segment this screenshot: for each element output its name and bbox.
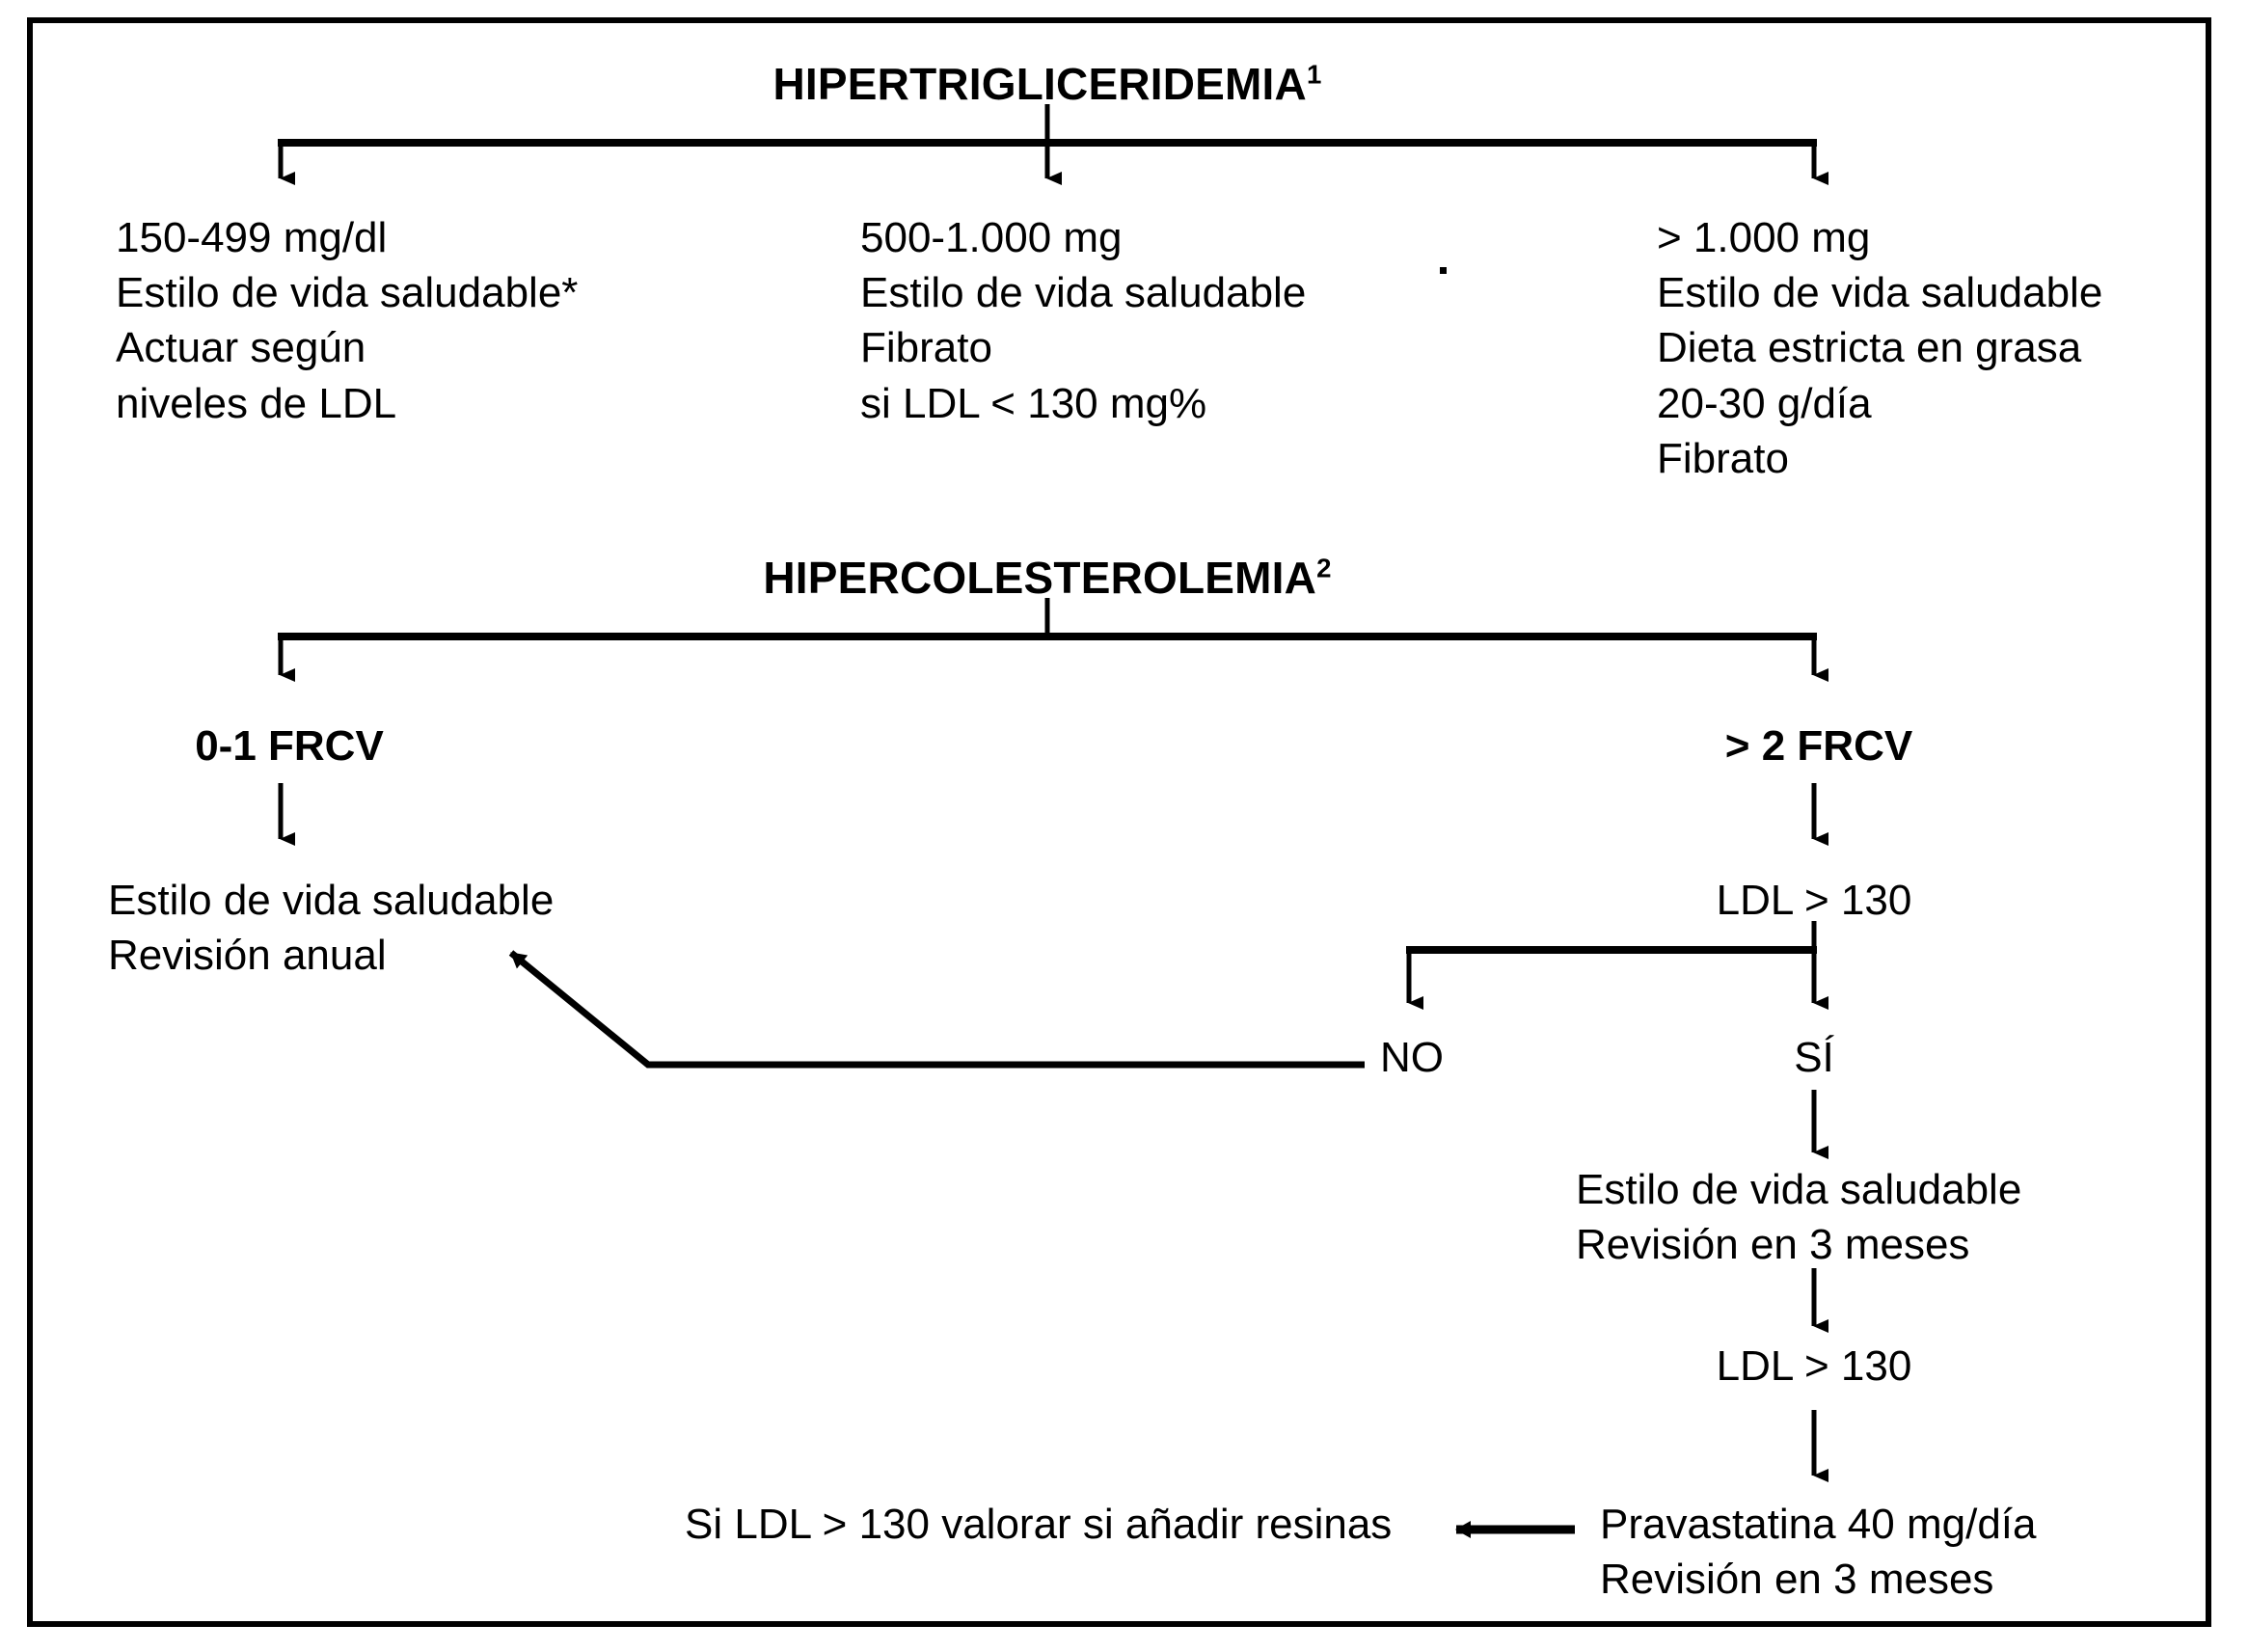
- branch-tg-150-499: 150-499 mg/dl Estilo de vida saludable* …: [116, 210, 578, 431]
- branch-tg-150-499-line-2: Estilo de vida saludable*: [116, 269, 579, 317]
- branch-tg-500-1000: 500-1.000 mg Estilo de vida saludable Fi…: [860, 210, 1306, 431]
- branch-tg-over-1000: > 1.000 mg Estilo de vida saludable Diet…: [1657, 210, 2102, 486]
- final-note-resins-text: Si LDL > 130 valorar si añadir resinas: [685, 1501, 1393, 1548]
- branch-tg-150-499-line-4: niveles de LDL: [116, 379, 397, 427]
- branch-tg-500-1000-line-1: 500-1.000 mg: [860, 214, 1123, 261]
- outcome-annual-review: Estilo de vida saludable Revisión anual: [108, 873, 554, 983]
- outcome-annual-review-line-2: Revisión anual: [108, 932, 387, 980]
- treatment-pravastatin: Pravastatina 40 mg/día Revisión en 3 mes…: [1600, 1497, 2036, 1607]
- branch-tg-150-499-line-1: 150-499 mg/dl: [116, 214, 388, 261]
- answer-no-text: NO: [1380, 1034, 1444, 1081]
- branch-tg-over-1000-line-4: 20-30 g/día: [1657, 379, 1872, 427]
- answer-si: SÍ: [1794, 1030, 1834, 1085]
- branch-tg-over-1000-line-1: > 1.000 mg: [1657, 214, 1871, 261]
- section-title-hipercolesterolemia: HIPERCOLESTEROLEMIA2: [763, 550, 1331, 608]
- step-lifestyle-review-3-months-line-2: Revisión en 3 meses: [1576, 1221, 1970, 1269]
- answer-si-text: SÍ: [1794, 1034, 1834, 1081]
- label-frcv-over-2-text: > 2 FRCV: [1724, 722, 1913, 770]
- label-frcv-0-1-text: 0-1 FRCV: [195, 722, 384, 770]
- branch-tg-over-1000-line-5: Fibrato: [1657, 434, 1789, 482]
- decision-ldl-over-130-first: LDL > 130: [1717, 873, 1912, 928]
- answer-no: NO: [1380, 1030, 1444, 1085]
- treatment-pravastatin-line-1: Pravastatina 40 mg/día: [1600, 1501, 2037, 1548]
- branch-tg-over-1000-line-2: Estilo de vida saludable: [1657, 269, 2103, 317]
- decision-ldl-over-130-second: LDL > 130: [1717, 1339, 1912, 1394]
- section-title-hipertrigliceridemia: HIPERTRIGLICERIDEMIA1: [772, 56, 1321, 114]
- final-note-resins: Si LDL > 130 valorar si añadir resinas: [685, 1497, 1392, 1552]
- diagram-border-frame: [27, 17, 2211, 1627]
- section1-title-superscript: 1: [1306, 59, 1322, 90]
- branch-tg-over-1000-line-3: Dieta estricta en grasa: [1657, 324, 2082, 372]
- step-lifestyle-review-3-months-line-1: Estilo de vida saludable: [1576, 1166, 2022, 1213]
- treatment-pravastatin-line-2: Revisión en 3 meses: [1600, 1556, 1994, 1604]
- section1-title-text: HIPERTRIGLICERIDEMIA: [772, 59, 1307, 109]
- branch-tg-150-499-line-3: Actuar según: [116, 324, 366, 372]
- branch-tg-500-1000-line-3: Fibrato: [860, 324, 992, 372]
- label-frcv-0-1: 0-1 FRCV: [195, 718, 384, 773]
- decision-ldl-over-130-first-text: LDL > 130: [1716, 877, 1912, 924]
- section2-title-text: HIPERCOLESTEROLEMIA: [763, 553, 1317, 603]
- outcome-annual-review-line-1: Estilo de vida saludable: [108, 877, 555, 924]
- step-lifestyle-review-3-months: Estilo de vida saludable Revisión en 3 m…: [1576, 1162, 2021, 1272]
- label-frcv-over-2: > 2 FRCV: [1725, 718, 1912, 773]
- branch-tg-500-1000-line-2: Estilo de vida saludable: [860, 269, 1307, 317]
- decision-ldl-over-130-second-text: LDL > 130: [1716, 1342, 1912, 1390]
- branch-tg-500-1000-line-4: si LDL < 130 mg%: [860, 379, 1207, 427]
- section2-title-superscript: 2: [1316, 553, 1332, 583]
